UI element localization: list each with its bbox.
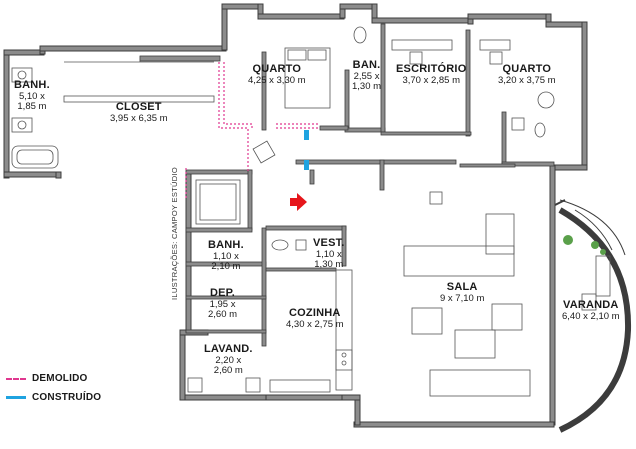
legend-label: DEMOLIDO <box>32 373 88 384</box>
room-label-quarto1: QUARTO 4,25 x 3,30 m <box>248 63 306 86</box>
room-label-quarto2: QUARTO 3,20 x 3,75 m <box>498 63 556 86</box>
legend-item-demolido: DEMOLIDO <box>6 373 88 384</box>
legend-swatch-built <box>6 396 26 399</box>
legend-item-construido: CONSTRUÍDO <box>6 392 101 403</box>
room-label-cozinha: COZINHA 4,30 x 2,75 m <box>286 307 344 330</box>
room-label-ban: BAN. 2,55 x 1,30 m <box>352 59 382 92</box>
room-label-banh2: BANH. 1,10 x 2,10 m <box>208 239 244 272</box>
legend-swatch-demolished <box>6 377 26 380</box>
built-walls <box>304 130 309 170</box>
balcony-curve <box>554 199 632 433</box>
room-label-dep: DEP. 1,95 x 2,60 m <box>208 287 238 320</box>
room-label-banh1: BANH. 5,10 x 1,85 m <box>14 79 50 112</box>
room-label-closet: CLOSET 3,95 x 6,35 m <box>110 101 168 124</box>
room-label-lavand: LAVAND. 2,20 x 2,60 m <box>204 343 253 376</box>
plants <box>563 235 606 255</box>
room-label-vest: VEST. 1,10 x 1,30 m <box>313 237 345 270</box>
room-label-escritorio: ESCRITÓRIO 3,70 x 2,85 m <box>396 63 467 86</box>
interior-walls <box>139 23 555 347</box>
entry-arrow-icon <box>290 193 307 211</box>
illustration-credit: ILUSTRAÇÕES: CAMPOY ESTÚDIO <box>170 167 179 300</box>
room-label-sala: SALA 9 x 7,10 m <box>440 281 485 304</box>
furniture <box>11 26 611 397</box>
demolished-walls <box>185 62 318 200</box>
legend-label: CONSTRUÍDO <box>32 392 102 403</box>
room-label-varanda: VARANDA 6,40 x 2,10 m <box>562 299 620 322</box>
exterior-walls <box>3 3 588 428</box>
